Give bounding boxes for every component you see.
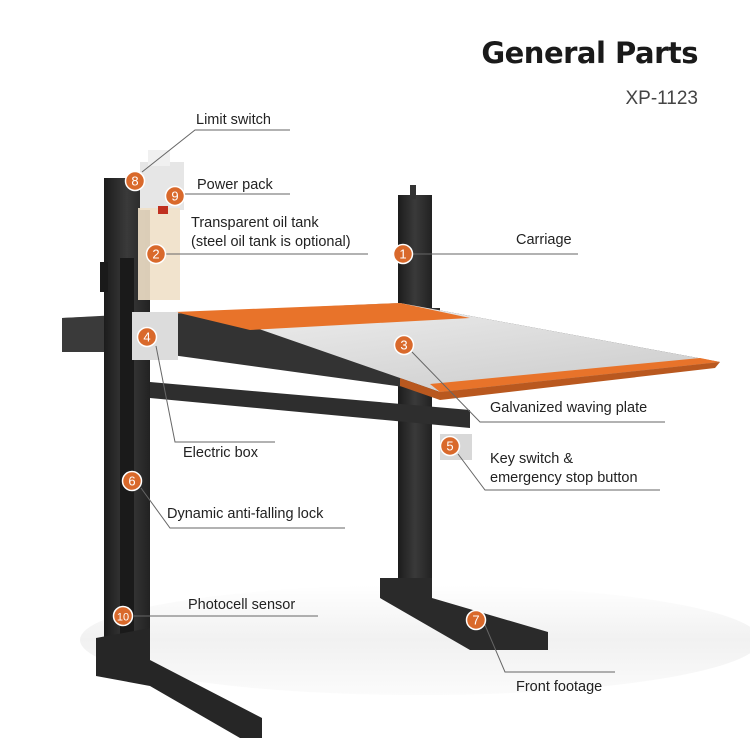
label-oil-tank-line1: Transparent oil tank bbox=[191, 215, 319, 231]
marker-8: 8 bbox=[124, 170, 146, 192]
label-key-switch-line1: Key switch & bbox=[490, 451, 573, 467]
label-photocell-sensor: Photocell sensor bbox=[188, 597, 296, 613]
label-limit-switch: Limit switch bbox=[196, 112, 271, 128]
marker-number: 10 bbox=[117, 612, 129, 624]
label-oil-tank: Transparent oil tank (steel oil tank is … bbox=[191, 214, 351, 252]
marker-circle bbox=[136, 326, 158, 348]
marker-1: 1 bbox=[392, 243, 414, 265]
marker-number: 2 bbox=[152, 247, 159, 262]
marker-circle bbox=[124, 170, 146, 192]
label-key-switch: Key switch & emergency stop button bbox=[490, 450, 638, 488]
marker-number: 3 bbox=[400, 338, 407, 353]
marker-number: 9 bbox=[171, 189, 178, 204]
label-anti-falling-lock: Dynamic anti-falling lock bbox=[167, 506, 324, 522]
marker-2: 2 bbox=[145, 243, 167, 265]
marker-circle bbox=[439, 435, 461, 457]
marker-number: 7 bbox=[472, 613, 479, 628]
page-title: General Parts bbox=[481, 36, 698, 70]
marker-circle bbox=[112, 605, 134, 627]
label-front-footage: Front footage bbox=[516, 679, 603, 695]
marker-9: 9 bbox=[164, 185, 186, 207]
marker-3: 3 bbox=[393, 334, 415, 356]
marker-number: 4 bbox=[143, 330, 150, 345]
label-electric-box: Electric box bbox=[183, 445, 258, 461]
marker-6: 6 bbox=[121, 470, 143, 492]
marker-5: 5 bbox=[439, 435, 461, 457]
platform bbox=[62, 303, 720, 400]
marker-7: 7 bbox=[465, 609, 487, 631]
label-carriage: Carriage bbox=[516, 232, 572, 248]
marker-circle bbox=[393, 334, 415, 356]
marker-number: 6 bbox=[128, 474, 135, 489]
cross-beam bbox=[150, 382, 470, 428]
marker-10: 10 bbox=[112, 605, 134, 627]
leader-lines bbox=[134, 129, 665, 673]
marker-circle bbox=[164, 185, 186, 207]
label-power-pack: Power pack bbox=[197, 177, 273, 193]
marker-circle bbox=[145, 243, 167, 265]
marker-4: 4 bbox=[136, 326, 158, 348]
marker-number: 1 bbox=[399, 247, 406, 262]
part-markers: 1 2 3 4 5 6 7 8 9 10 bbox=[112, 170, 487, 631]
model-number: XP-1123 bbox=[625, 88, 698, 109]
front-post bbox=[96, 178, 262, 738]
marker-circle bbox=[121, 470, 143, 492]
label-key-switch-line2: emergency stop button bbox=[490, 470, 638, 486]
marker-circle bbox=[392, 243, 414, 265]
label-galvanized-plate: Galvanized waving plate bbox=[490, 400, 648, 416]
floor-shadow bbox=[80, 585, 750, 695]
marker-circle bbox=[465, 609, 487, 631]
marker-number: 8 bbox=[131, 174, 138, 189]
label-oil-tank-line2: (steel oil tank is optional) bbox=[191, 234, 351, 250]
marker-number: 5 bbox=[446, 439, 453, 454]
